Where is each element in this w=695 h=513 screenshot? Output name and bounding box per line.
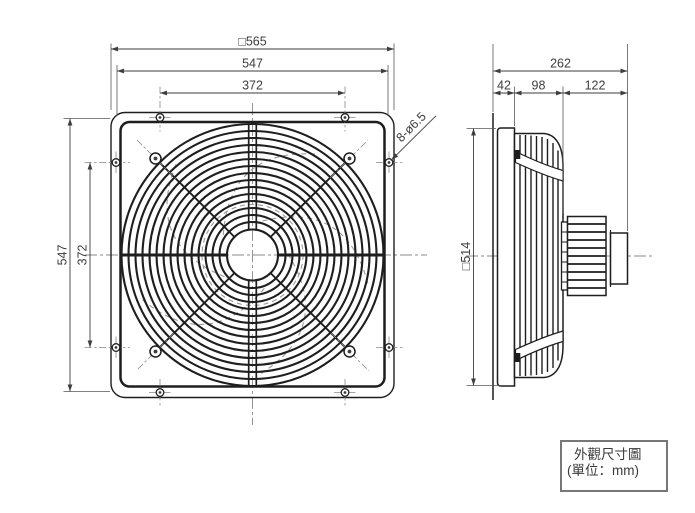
dim-motor-depth-label: 122 bbox=[585, 78, 606, 92]
dim-body-height-label: 547 bbox=[56, 245, 70, 266]
note-box: 外觀尺寸圖 (單位：mm) bbox=[560, 440, 668, 492]
motor bbox=[560, 215, 629, 297]
front-dimensions: □565 547 372 547 372 8-ø6.5 bbox=[56, 34, 437, 392]
note-title: 外觀尺寸圖 bbox=[574, 447, 642, 462]
dim-body-width-label: 547 bbox=[242, 56, 263, 70]
note-unit: (單位：mm) bbox=[567, 463, 639, 478]
fan-grille bbox=[120, 122, 385, 388]
guard-ribs bbox=[519, 135, 559, 376]
side-dimensions: 262 42 98 122 □514 bbox=[459, 44, 628, 386]
guard-strap-bottom bbox=[514, 330, 564, 362]
dim-total-depth-label: 262 bbox=[550, 56, 571, 70]
dim-hole-pitch-v-label: 372 bbox=[76, 245, 90, 266]
grille-eyelets bbox=[136, 139, 370, 372]
frame-outer bbox=[110, 111, 395, 399]
strap-clip bbox=[514, 150, 521, 159]
dim-plate-square-label: □514 bbox=[459, 242, 473, 270]
mounting-holes bbox=[84, 86, 403, 407]
hole-callout: 8-ø6.5 bbox=[390, 109, 437, 161]
side-view: 262 42 98 122 □514 bbox=[459, 44, 654, 400]
dim-hole-pitch-h-label: 372 bbox=[242, 78, 263, 92]
dim-guard-depth-label: 98 bbox=[532, 78, 546, 92]
hole-callout-label: 8-ø6.5 bbox=[393, 109, 428, 144]
dim-outer-square-label: □565 bbox=[238, 34, 266, 48]
strap-clip bbox=[514, 353, 521, 362]
motor-end-cap bbox=[609, 232, 629, 285]
motor-fins bbox=[567, 223, 606, 289]
mounting-plate bbox=[496, 127, 516, 387]
dim-frame-depth-label: 42 bbox=[497, 78, 511, 92]
front-view: □565 547 372 547 372 8-ø6.5 bbox=[56, 34, 437, 425]
guard-housing bbox=[513, 132, 564, 379]
